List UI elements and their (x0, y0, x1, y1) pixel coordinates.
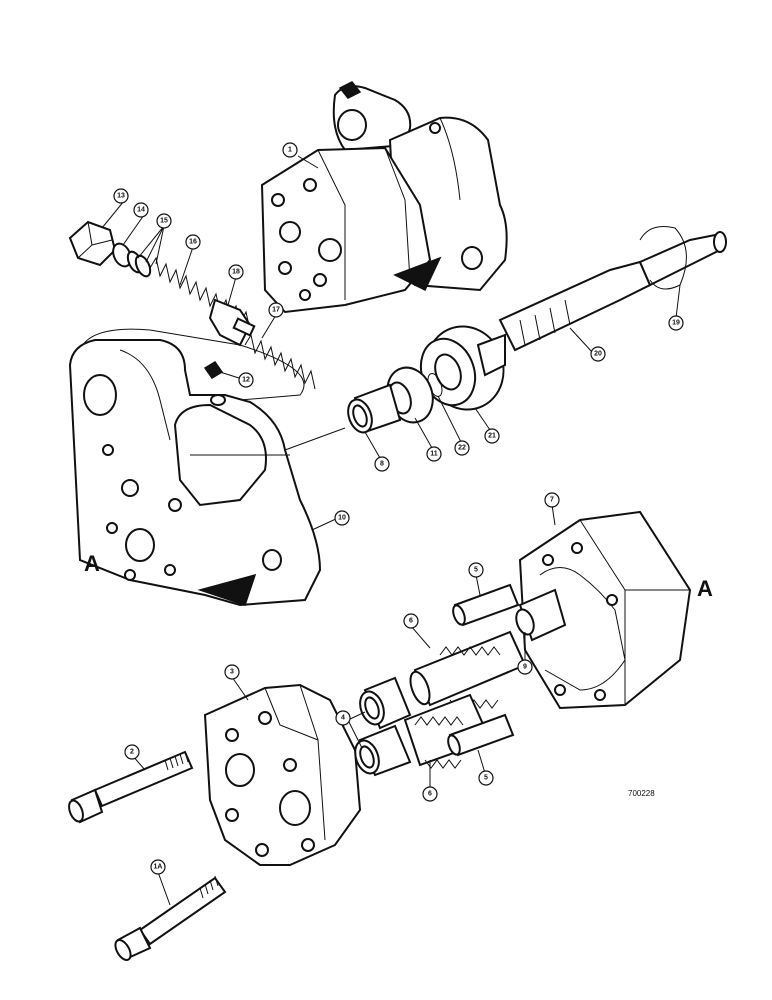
svg-text:20: 20 (594, 351, 602, 358)
svg-text:10: 10 (338, 515, 346, 522)
svg-text:18: 18 (232, 269, 240, 276)
svg-text:9: 9 (523, 664, 527, 671)
callout-19: 19 (668, 315, 684, 331)
svg-text:21: 21 (488, 433, 496, 440)
svg-text:13: 13 (117, 193, 125, 200)
svg-text:12: 12 (242, 377, 250, 384)
svg-text:3: 3 (230, 669, 234, 676)
svg-text:6: 6 (409, 618, 413, 625)
leader-lines (101, 155, 681, 906)
relief-valve-parts (68, 220, 316, 401)
svg-text:11: 11 (430, 451, 438, 458)
svg-text:16: 16 (189, 239, 197, 246)
reference-code: 700228 (628, 789, 655, 798)
callout-12: 12 (238, 372, 254, 388)
svg-text:17: 17 (272, 307, 280, 314)
callout-20: 20 (590, 346, 606, 362)
svg-text:19: 19 (672, 320, 680, 327)
gear-housing-7 (515, 510, 692, 710)
callout-5-top: 5 (468, 562, 484, 578)
housing-10 (68, 339, 346, 607)
callout-18: 18 (228, 264, 244, 280)
callout-9: 9 (517, 659, 533, 675)
callout-1A: 1A (150, 859, 166, 875)
callout-13: 13 (113, 188, 129, 204)
callout-10: 10 (334, 510, 350, 526)
svg-text:8: 8 (380, 461, 384, 468)
svg-text:6: 6 (428, 791, 432, 798)
callout-22: 22 (454, 440, 470, 456)
callout-6-top: 6 (403, 613, 419, 629)
pump-assembly-top (260, 81, 508, 314)
svg-text:22: 22 (458, 445, 466, 452)
callout-17: 17 (268, 302, 284, 318)
cap-screws (68, 750, 227, 961)
callout-15: 15 (156, 213, 172, 229)
end-cover-3 (203, 683, 362, 866)
shaft-bearing-parts (347, 226, 727, 434)
svg-text:14: 14 (137, 207, 145, 214)
gears-dowels-bushings (354, 583, 527, 777)
callout-16: 16 (185, 234, 201, 250)
svg-text:4: 4 (341, 715, 345, 722)
section-mark-a-left: A (84, 551, 100, 576)
callout-21: 21 (484, 428, 500, 444)
svg-text:1A: 1A (154, 864, 163, 871)
callout-8: 8 (374, 456, 390, 472)
callout-3: 3 (224, 664, 240, 680)
svg-text:15: 15 (160, 218, 168, 225)
callout-1: 1 (282, 142, 298, 158)
callout-11: 11 (426, 446, 442, 462)
section-mark-a-right: A (697, 576, 713, 601)
callout-4: 4 (335, 710, 351, 726)
callout-14: 14 (133, 202, 149, 218)
svg-text:5: 5 (484, 775, 488, 782)
svg-text:5: 5 (474, 567, 478, 574)
callout-6-bottom: 6 (422, 786, 438, 802)
callout-2: 2 (124, 744, 140, 760)
svg-text:1: 1 (288, 147, 292, 154)
callout-7: 7 (544, 492, 560, 508)
svg-text:7: 7 (550, 497, 554, 504)
svg-text:2: 2 (130, 749, 134, 756)
callout-5-bottom: 5 (478, 770, 494, 786)
